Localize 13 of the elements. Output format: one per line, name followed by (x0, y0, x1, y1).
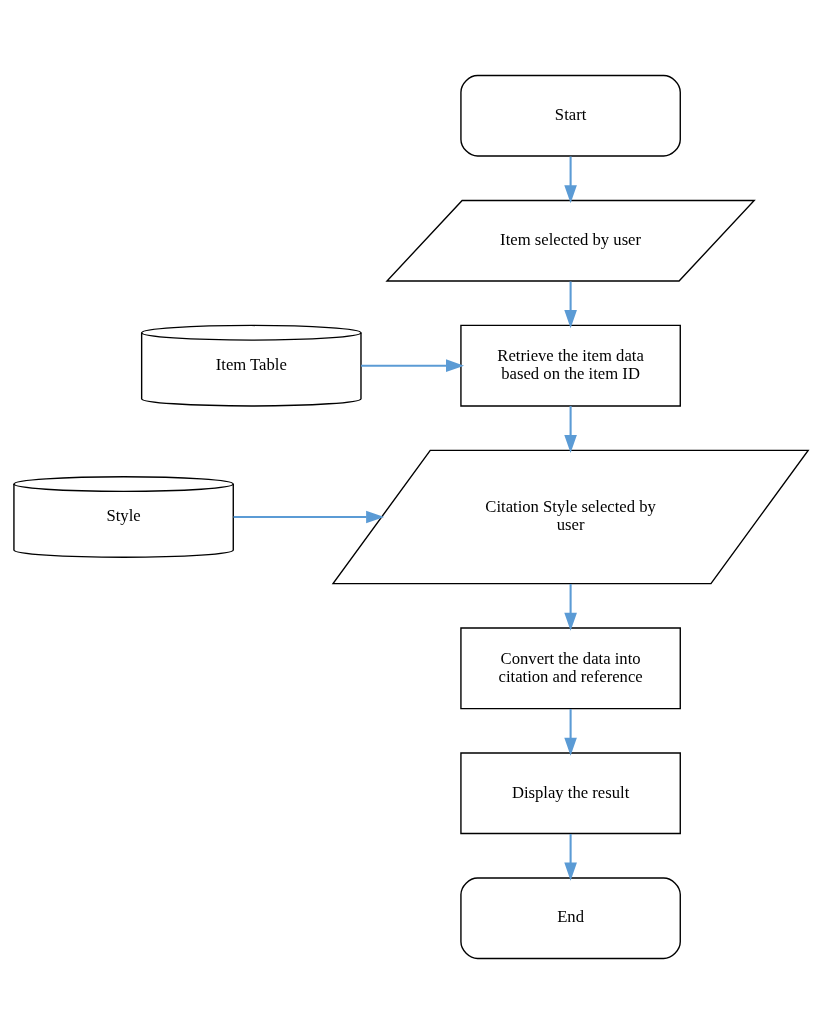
node-box: End (460, 877, 681, 960)
arrow (233, 510, 385, 524)
arrow (564, 281, 577, 329)
arrow (564, 709, 577, 756)
node-box: Start (460, 74, 681, 157)
arrow (564, 156, 577, 204)
node-box: Convert the data into citation and reference (460, 627, 681, 710)
arrow (361, 359, 465, 372)
node-box: Retrieve the item data based on the item ID (460, 324, 681, 407)
arrow (564, 833, 577, 881)
arrow (564, 583, 577, 631)
node-box: Display the result (460, 752, 681, 835)
arrow (564, 406, 577, 453)
